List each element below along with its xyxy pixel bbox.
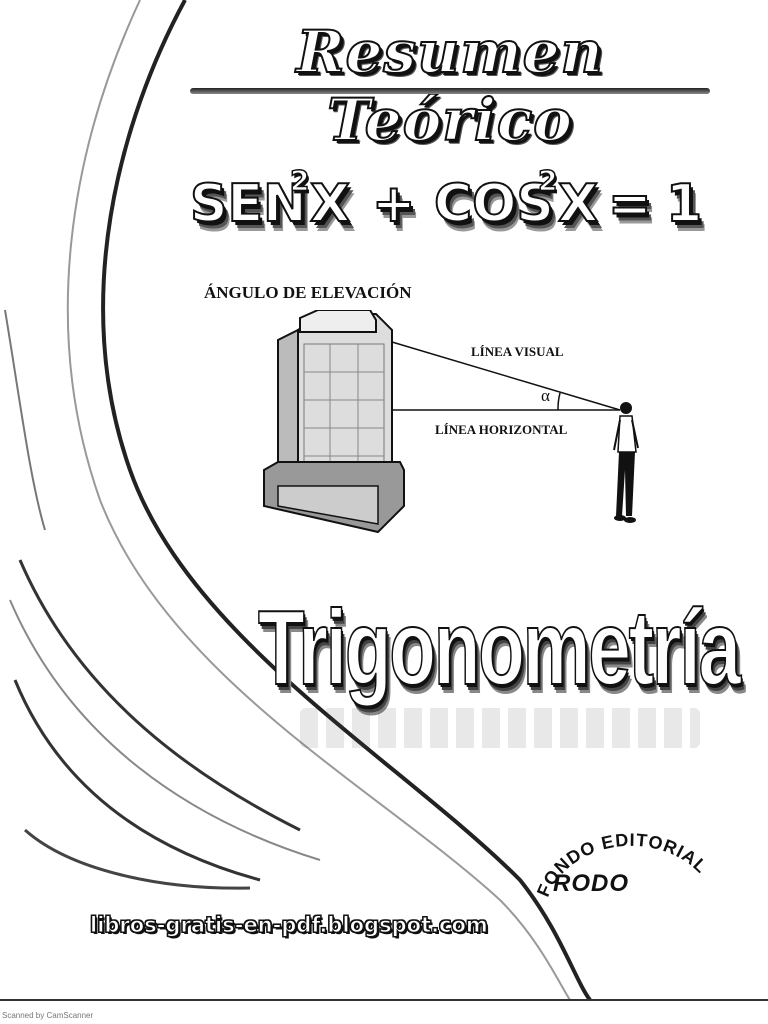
horizontal-line-label: LÍNEA HORIZONTAL — [435, 422, 568, 437]
identity-sin-exponent: 2 — [289, 163, 310, 198]
publisher-logo-arc: FONDO EDITORIAL — [536, 830, 711, 900]
subject-title: Trigonometría — [257, 588, 741, 708]
cover-title: Resumen Teórico — [295, 17, 604, 155]
elevation-angle-figure — [263, 310, 639, 534]
figure-heading: ÁNGULO DE ELEVACIÓN — [204, 283, 412, 302]
identity-cos-var: X — [557, 173, 599, 235]
identity-cos-exponent: 2 — [537, 163, 558, 198]
angle-arc — [557, 392, 561, 411]
identity-equals: = — [607, 173, 653, 235]
building-illustration — [263, 310, 405, 534]
scan-note: Scanned by CamScanner — [2, 1011, 94, 1020]
identity-sin-var: X — [309, 173, 351, 235]
identity-sin: SEN — [189, 173, 307, 235]
visual-line-label: LÍNEA VISUAL — [471, 344, 564, 359]
title-underline — [190, 88, 710, 94]
subject-reflection — [300, 708, 700, 748]
angle-symbol: α — [541, 386, 550, 405]
person-observer — [613, 402, 639, 523]
visual-line — [391, 341, 621, 411]
publisher-name: RODO — [553, 870, 629, 897]
identity-cos: COS — [433, 173, 555, 235]
identity-one: 1 — [665, 173, 703, 235]
pythagorean-identity: SEN 2 X + COS 2 X = 1 — [189, 163, 710, 250]
footer-url: libros-gratis-en-pdf.blogspot.com — [90, 913, 489, 938]
identity-plus: + — [371, 173, 417, 235]
